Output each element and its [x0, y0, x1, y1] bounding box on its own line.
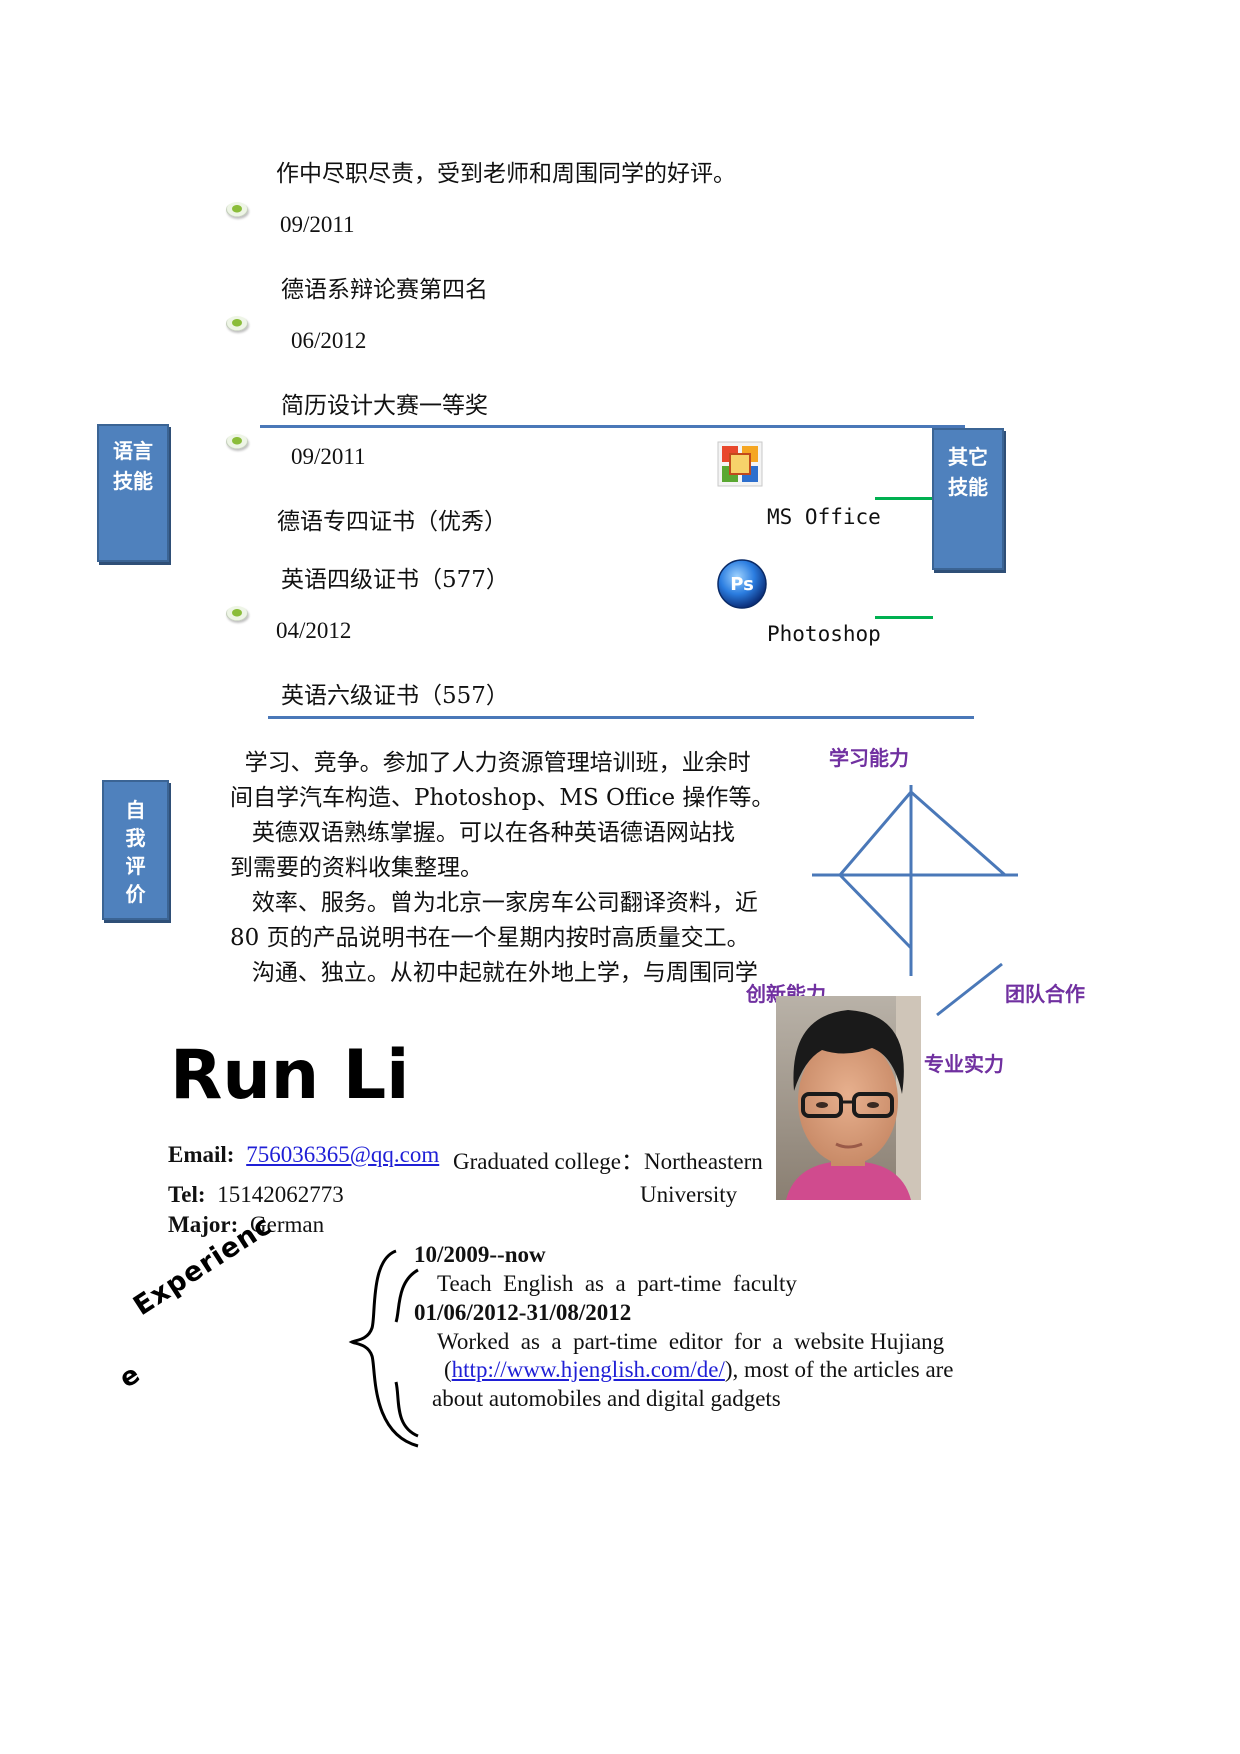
college-value-line2: University: [640, 1182, 738, 1207]
skill-connector: [875, 497, 933, 500]
bullet-icon: [226, 202, 248, 217]
email-row: Email: 756036365@qq.com: [168, 1142, 439, 1168]
bullet-icon: [226, 434, 248, 449]
evaluation-line: 英德双语熟练掌握。可以在各种英语德语网站找: [230, 820, 735, 846]
award-desc: 德语系辩论赛第四名: [281, 277, 488, 303]
box-label-line: 语言: [113, 439, 153, 463]
self-evaluation-text: 学习、竞争。参加了人力资源管理培训班，业余时 间自学汽车构造、Photoshop…: [230, 746, 775, 991]
diagram-edge: [838, 791, 913, 876]
box-label-line: 技能: [113, 469, 153, 493]
tel-value: 15142062773: [217, 1182, 344, 1207]
evaluation-line: 到需要的资料收集整理。: [230, 855, 483, 881]
tel-row: Tel: 15142062773: [168, 1182, 344, 1208]
box-label-line: 其它: [948, 445, 988, 469]
profile-photo: [776, 996, 921, 1200]
evaluation-line: 效率、服务。曾为北京一家房车公司翻译资料，近: [230, 890, 758, 916]
ability-teamwork-label: 团队合作: [1005, 982, 1085, 1006]
self-evaluation-box: 自 我 评 价: [102, 780, 169, 920]
experience-link-row: (http://www.hjenglish.com/de/), most of …: [444, 1357, 954, 1383]
evaluation-line: 沟通、独立。从初中起就在外地上学，与周围同学: [230, 960, 758, 986]
major-value: German: [250, 1212, 325, 1237]
evaluation-line: 学习、竞争。参加了人力资源管理培训班，业余时: [230, 750, 751, 776]
experience-desc-last: about automobiles and digital gadgets: [432, 1386, 781, 1411]
diagram-edge: [936, 962, 1003, 1017]
email-link[interactable]: 756036365@qq.com: [246, 1142, 440, 1167]
experience-desc: Worked as a part-time editor for a websi…: [437, 1329, 945, 1354]
link-tail: ), most of the articles are: [724, 1357, 954, 1382]
box-label-line: 技能: [948, 475, 988, 499]
diagram-edge: [838, 873, 913, 950]
evaluation-line: 间自学汽车构造、Photoshop、MS Office 操作等。: [230, 785, 775, 811]
photoshop-icon: Ps: [716, 558, 768, 610]
skill-label: Photoshop: [767, 622, 881, 646]
language-date: 04/2012: [276, 618, 352, 643]
box-label-char: 评: [125, 854, 146, 878]
ms-office-icon: [716, 440, 764, 488]
box-label-char: 价: [125, 882, 146, 906]
major-label: Major:: [168, 1212, 239, 1237]
language-cert: 德语专四证书（优秀）: [277, 509, 507, 535]
skill-connector: [875, 616, 933, 619]
award-date: 06/2012: [291, 328, 367, 353]
experience-date: 01/06/2012-31/08/2012: [414, 1300, 632, 1325]
tel-label: Tel:: [168, 1182, 206, 1207]
svg-text:Ps: Ps: [730, 574, 754, 595]
college-row: Graduated college：Northeastern: [453, 1142, 763, 1176]
box-label-char: 自: [125, 798, 146, 822]
bullet-icon: [226, 316, 248, 331]
award-date: 09/2011: [280, 212, 355, 237]
bullet-icon: [226, 606, 248, 621]
box-label-char: 我: [125, 826, 146, 850]
experience-desc: Teach English as a part-time faculty: [437, 1271, 797, 1296]
experience-heading-tail: e: [114, 1359, 146, 1395]
ability-professional-label: 专业实力: [924, 1052, 1004, 1076]
language-date: 09/2011: [291, 444, 366, 469]
other-skills-box: 其它 技能: [932, 428, 1004, 570]
college-label: Graduated college：: [453, 1149, 644, 1174]
language-skills-box: 语言 技能: [97, 424, 169, 562]
email-label: Email:: [168, 1142, 235, 1167]
brace-icon: [348, 1249, 419, 1448]
language-cert: 英语六级证书（557）: [281, 683, 509, 709]
experience-date: 10/2009--now: [414, 1242, 546, 1267]
diagram-edge: [910, 790, 1006, 877]
major-row: Major: German: [168, 1212, 324, 1238]
ability-learning-label: 学习能力: [829, 746, 909, 770]
award-desc: 简历设计大赛一等奖: [281, 393, 488, 419]
hujiang-link[interactable]: http://www.hjenglish.com/de/: [451, 1357, 725, 1382]
section-divider: [260, 425, 965, 428]
language-cert: 英语四级证书（577）: [281, 567, 509, 593]
skill-label: MS Office: [767, 505, 881, 529]
link-open: (: [444, 1357, 452, 1382]
abilities-diagram: [812, 785, 1018, 1017]
awards-intro-tail: 作中尽职尽责，受到老师和周围同学的好评。: [276, 161, 736, 187]
evaluation-line: 80 页的产品说明书在一个星期内按时高质量交工。: [230, 925, 750, 951]
person-name: Run Li: [170, 1036, 410, 1115]
section-divider: [268, 716, 974, 719]
college-value-line1: Northeastern: [643, 1149, 763, 1174]
